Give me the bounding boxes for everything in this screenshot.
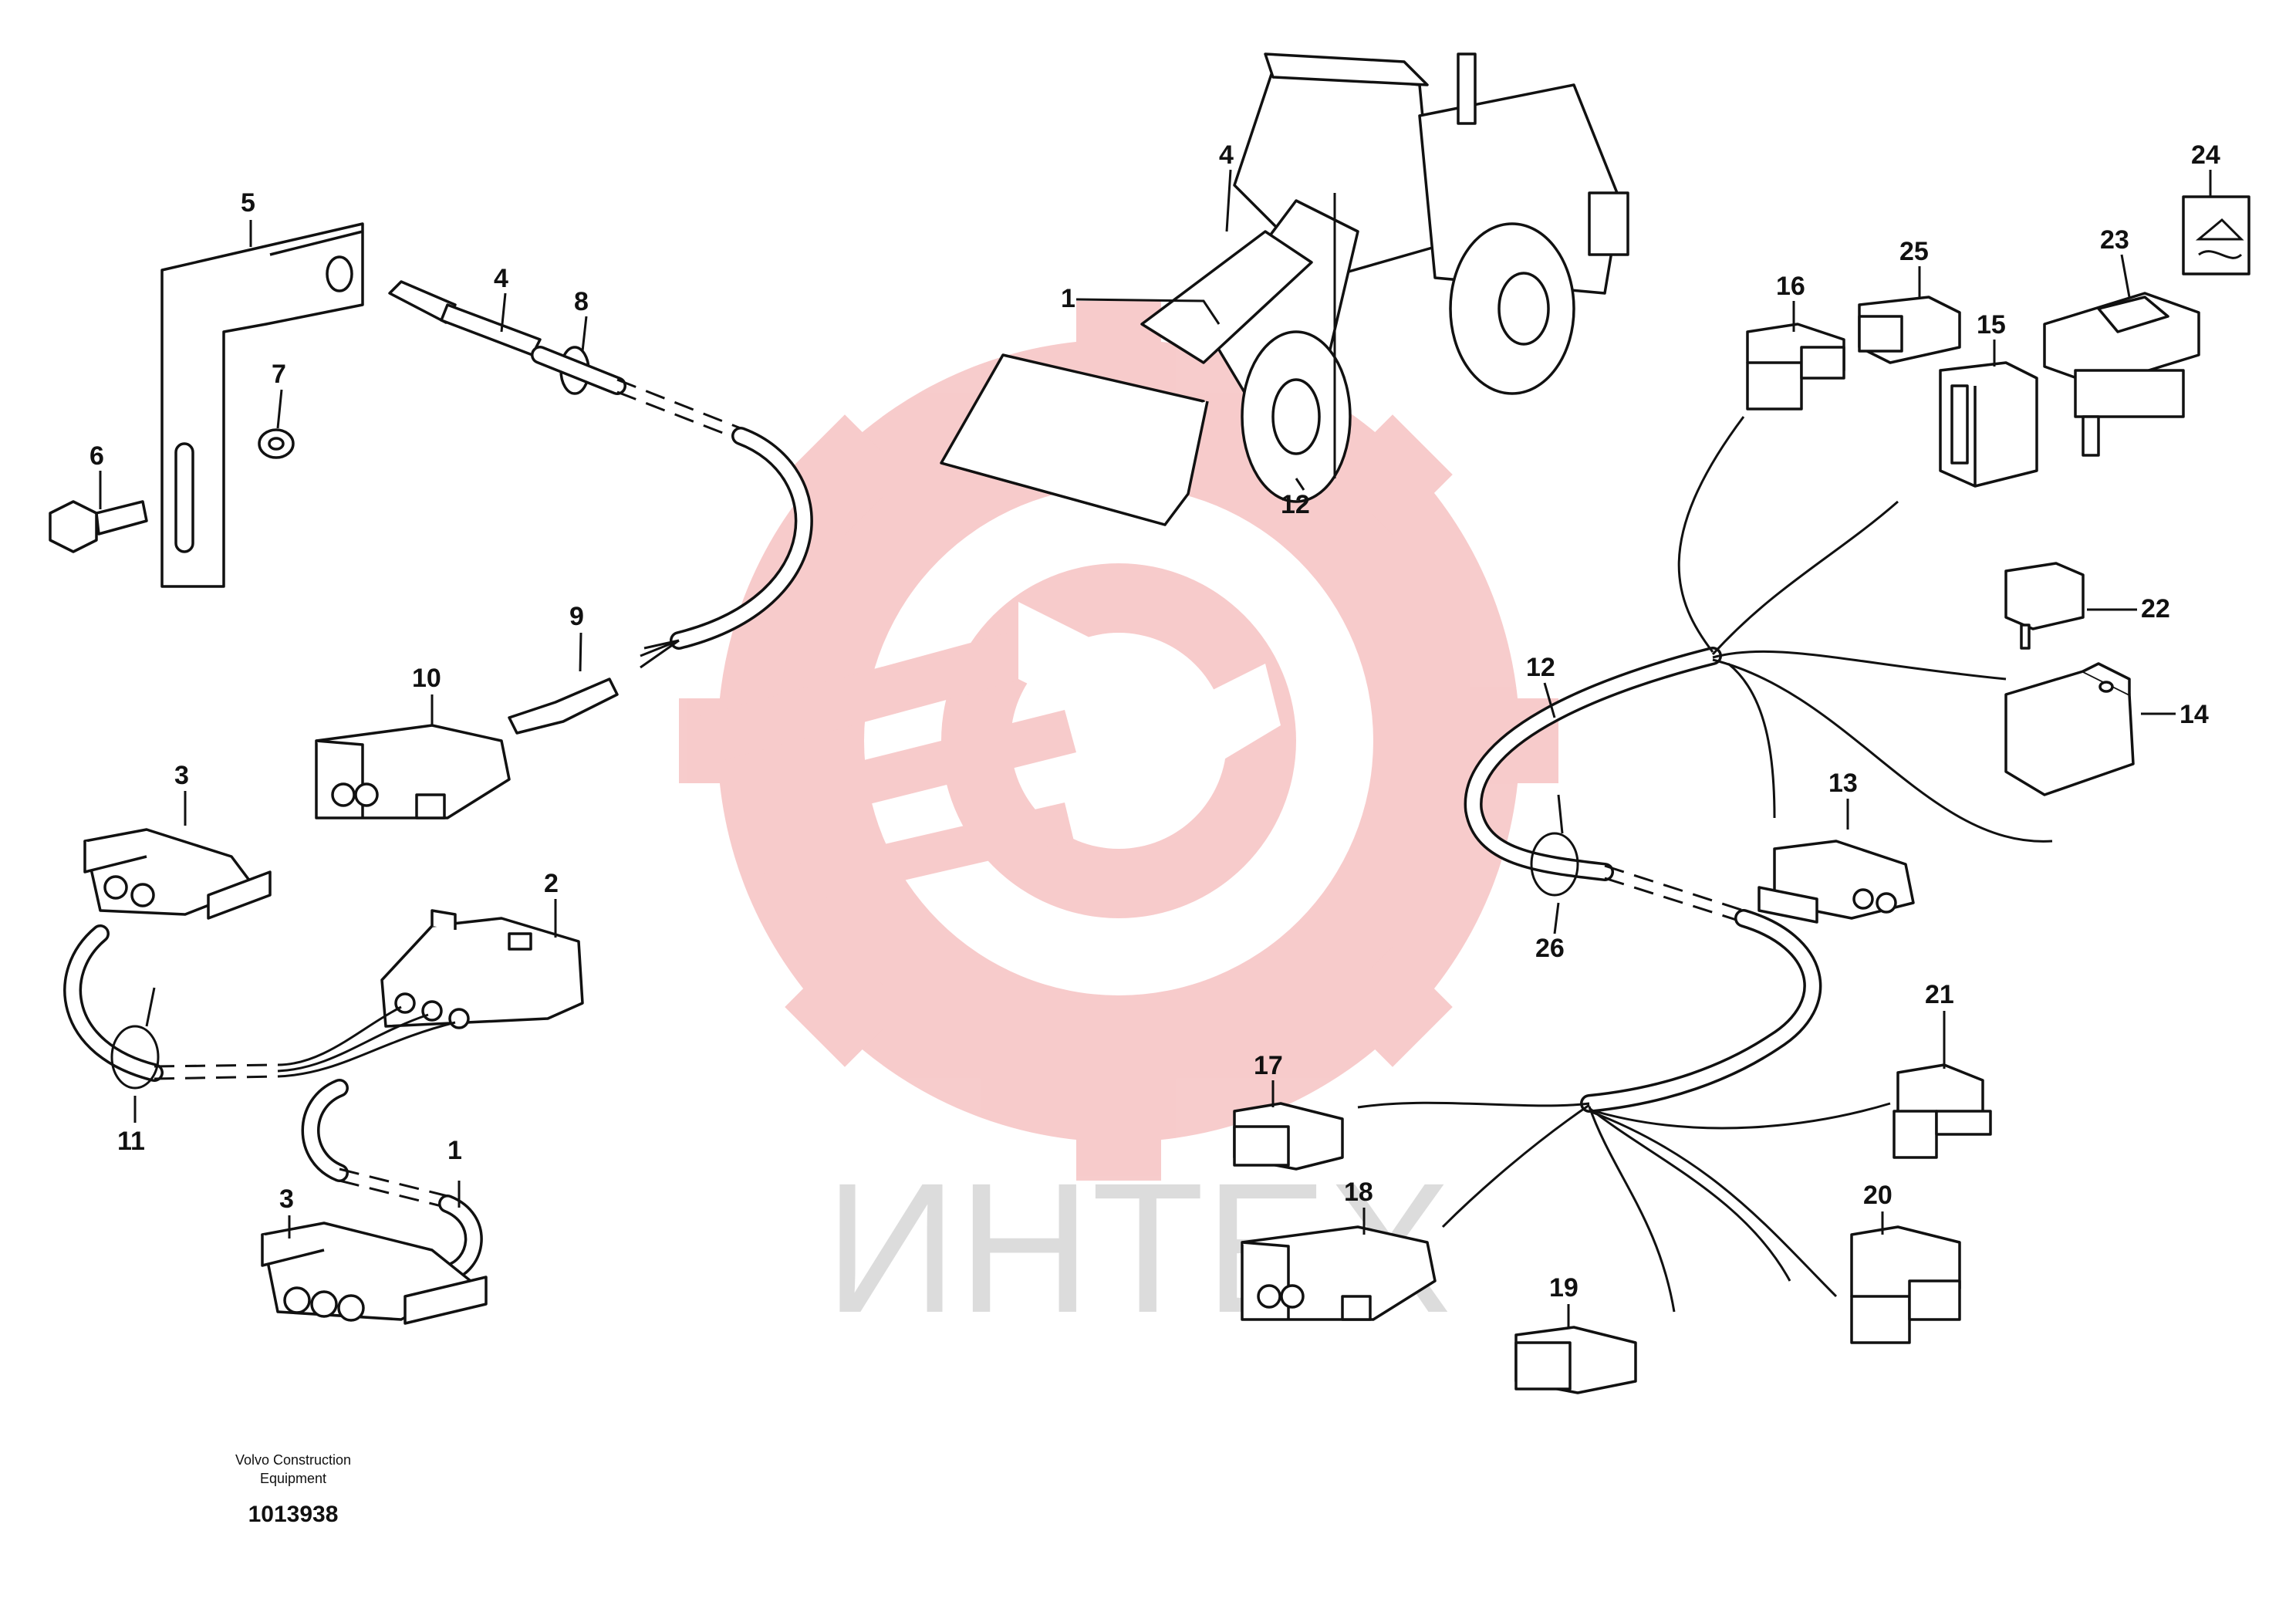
callout: 9 [569, 602, 584, 631]
callout: 12 [1526, 653, 1555, 682]
callout: 5 [241, 188, 255, 218]
connector-housing-18 [1241, 1225, 1437, 1321]
callout: 4 [494, 264, 508, 293]
callout: 7 [272, 360, 286, 389]
callout: 8 [574, 287, 589, 316]
callout: 24 [2191, 140, 2220, 170]
connector-25 [1858, 296, 1961, 364]
harness-12 [1357, 416, 2053, 1313]
terminal [508, 678, 619, 735]
callout: 1 [1061, 284, 1075, 313]
connector-3-lower [261, 1222, 488, 1325]
connector-17 [1233, 1102, 1344, 1171]
harness-1 [63, 924, 483, 1282]
callout: 1 [447, 1136, 462, 1165]
company-name: Volvo Construction Equipment [235, 1452, 352, 1486]
rocker-switch-23 [2043, 292, 2200, 457]
callout: 2 [544, 869, 559, 898]
connector-15 [1939, 361, 2038, 488]
callout: 3 [174, 761, 189, 790]
callout: 25 [1899, 237, 1929, 266]
callout-labels: 1 1 2 3 3 4 4 5 6 7 8 9 10 11 12 12 13 1… [89, 140, 2220, 1303]
connector-16 [1746, 323, 1845, 411]
connector-housing-10 [315, 724, 511, 819]
connector-19 [1514, 1326, 1637, 1394]
cable-tie-11 [110, 987, 160, 1090]
screw [49, 500, 148, 553]
callout: 16 [1776, 272, 1805, 301]
connector-2 [380, 909, 584, 1029]
callout: 23 [2100, 225, 2129, 255]
callout: 3 [279, 1184, 294, 1214]
callout: 11 [117, 1127, 145, 1156]
bracket [160, 222, 364, 588]
leader-lines [99, 169, 2212, 1327]
callout: 14 [2180, 700, 2209, 729]
connector-20 [1850, 1225, 1961, 1344]
connector-13 [1757, 840, 1915, 924]
callout: 15 [1977, 310, 2006, 340]
callout: 20 [1863, 1181, 1893, 1210]
callout: 18 [1344, 1178, 1373, 1207]
callout: 22 [2141, 594, 2170, 623]
callout: 4 [1219, 140, 1234, 170]
watermark-logo [679, 301, 1558, 1181]
relay-holder-14 [2004, 662, 2135, 796]
callout: 6 [89, 441, 104, 471]
callout: 21 [1925, 980, 1954, 1009]
symbol-plate-24 [2182, 195, 2250, 275]
wheel-loader [940, 52, 1629, 526]
cable-tie-26 [1530, 794, 1579, 897]
callout: 12 [1281, 490, 1310, 519]
callout: 26 [1535, 934, 1565, 963]
relay-22 [2004, 562, 2085, 650]
sensor-with-cable [388, 280, 813, 669]
callout: 13 [1828, 769, 1858, 798]
callout: 17 [1254, 1051, 1283, 1080]
connector-3-upper [83, 828, 272, 920]
drawing-number: 1013938 [248, 1502, 339, 1527]
nut [258, 428, 295, 459]
callout: 10 [412, 664, 441, 693]
connector-21 [1893, 1063, 1992, 1159]
callout: 19 [1549, 1273, 1578, 1303]
